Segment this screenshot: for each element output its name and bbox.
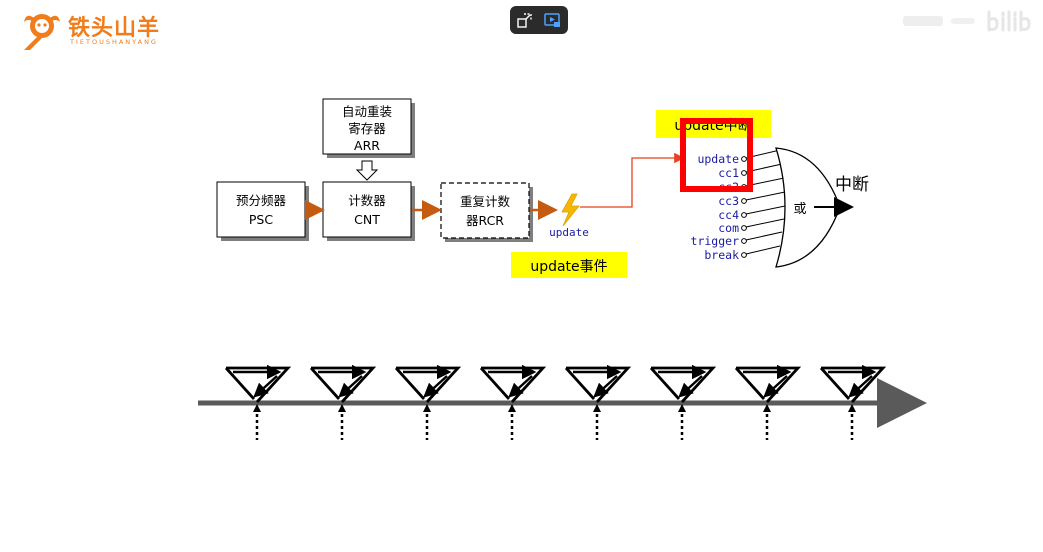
timeline-marker — [649, 364, 717, 440]
tick-up-arrow-icon — [763, 404, 771, 412]
rcr-line-2: 器RCR — [466, 213, 504, 228]
triangle-left-edge — [224, 367, 256, 400]
arr-block: 自动重装 寄存器 ARR — [322, 98, 415, 158]
timeline-marker — [564, 364, 632, 440]
timeline-marker — [734, 364, 802, 440]
tick-up-arrow-icon — [253, 404, 261, 412]
interrupt-output-label: 中断 — [835, 175, 869, 195]
lightning-label: update — [549, 226, 589, 239]
inner-arrow — [253, 375, 278, 398]
triangle-left-edge — [309, 367, 341, 400]
inner-arrow — [423, 375, 448, 398]
triangle-left-edge — [819, 367, 851, 400]
source-cc3: cc3 — [718, 194, 739, 208]
update-event-tag: update事件 — [530, 259, 607, 275]
tick-up-arrow-icon — [678, 404, 686, 412]
tick-up-arrow-icon — [508, 404, 516, 412]
bilibili-watermark-icon — [903, 10, 1031, 32]
timeline-marker — [224, 364, 292, 440]
inner-arrow — [508, 375, 533, 398]
enable-switches — [741, 149, 786, 258]
source-com: com — [718, 221, 739, 235]
source-cc1: cc1 — [718, 166, 739, 180]
rcr-line-1: 重复计数 — [460, 194, 511, 209]
inner-arrow — [338, 375, 363, 398]
goat-head-logo-icon — [24, 14, 60, 50]
arr-to-cnt-hollow-arrow-icon — [355, 160, 379, 181]
triangle-left-edge — [479, 367, 511, 400]
triangle-left-edge — [394, 367, 426, 400]
inner-arrow — [763, 375, 788, 398]
timeline-marker — [819, 364, 887, 440]
player-toolbar — [510, 6, 568, 34]
update-event-tag-bg — [511, 252, 627, 278]
timeline-markers — [224, 364, 887, 440]
exit-fullscreen-icon[interactable] — [516, 11, 534, 29]
cnt-line-2: CNT — [354, 212, 380, 227]
source-update: update — [697, 152, 739, 166]
tick-up-arrow-icon — [338, 404, 346, 412]
update-signal-line — [580, 152, 685, 208]
source-cc4: cc4 — [718, 208, 739, 222]
arr-line-1: 自动重装 — [342, 104, 392, 119]
source-break: break — [704, 248, 739, 262]
or-gate — [775, 147, 841, 268]
tick-up-arrow-icon — [593, 404, 601, 412]
interrupt-sources: update cc1 cc2 cc3 cc4 com trigger break — [691, 152, 740, 262]
triangle-left-edge — [564, 367, 596, 400]
inner-arrow — [848, 375, 873, 398]
arr-line-3: ARR — [354, 138, 380, 153]
timeline-marker — [309, 364, 377, 440]
lightning-icon — [561, 193, 580, 227]
brand-logo: 铁头山羊 TIETOUSHANYANG — [14, 6, 184, 56]
inner-arrow — [678, 375, 703, 398]
psc-line-2: PSC — [249, 212, 273, 227]
or-gate-label: 或 — [793, 202, 806, 217]
timeline-marker — [479, 364, 547, 440]
triangle-left-edge — [734, 367, 766, 400]
triangle-left-edge — [649, 367, 681, 400]
brand-subtitle: TIETOUSHANYANG — [70, 38, 158, 46]
source-trigger: trigger — [691, 234, 740, 248]
tick-up-arrow-icon — [848, 404, 856, 412]
cnt-block: 计数器 CNT — [322, 181, 415, 241]
tick-up-arrow-icon — [423, 404, 431, 412]
update-highlight-box — [680, 118, 753, 192]
psc-block: 预分频器 PSC — [216, 181, 309, 241]
brand-name: 铁头山羊 — [68, 16, 161, 41]
picture-in-picture-icon[interactable] — [543, 11, 561, 29]
psc-line-1: 预分频器 — [236, 193, 287, 208]
cnt-line-1: 计数器 — [348, 193, 386, 208]
arr-line-2: 寄存器 — [348, 121, 386, 136]
inner-arrow — [593, 375, 618, 398]
timeline-marker — [394, 364, 462, 440]
rcr-block: 重复计数 器RCR — [440, 182, 533, 242]
